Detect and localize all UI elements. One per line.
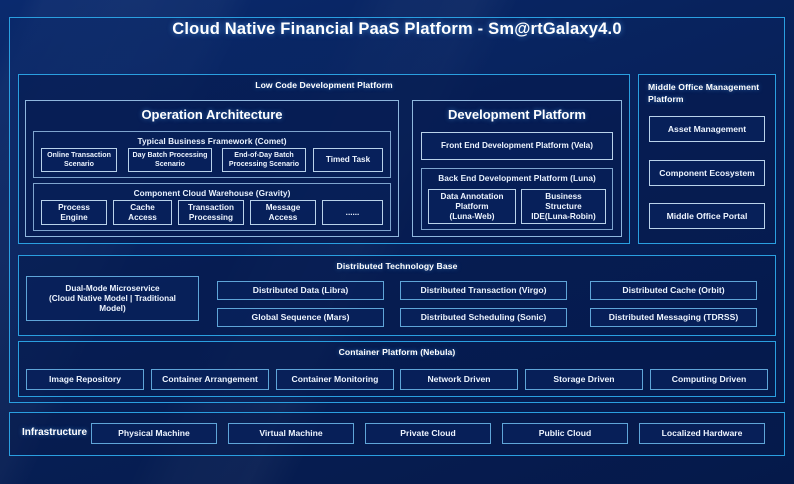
chip-day-batch-processing-scenario[interactable]: Day Batch Processing Scenario <box>128 148 212 172</box>
chip-data-annotation-platform[interactable]: Data Annotation Platform (Luna-Web) <box>428 189 516 224</box>
chip-online-transaction-scenario[interactable]: Online Transaction Scenario <box>41 148 117 172</box>
chip-business-structure-ide[interactable]: Business Structure IDE(Luna-Robin) <box>521 189 606 224</box>
chip-image-repository[interactable]: Image Repository <box>26 369 144 390</box>
section-container-platform: Container Platform (Nebula) <box>18 341 776 397</box>
chip-cache-access[interactable]: Cache Access <box>113 200 172 225</box>
group-title-back-end-development-platform: Back End Development Platform (Luna) <box>438 173 596 183</box>
chip-distributed-data[interactable]: Distributed Data (Libra) <box>217 281 384 300</box>
chip-end-of-day-batch-processing-scenario[interactable]: End-of-Day Batch Processing Scenario <box>222 148 306 172</box>
chip-message-access[interactable]: Message Access <box>250 200 316 225</box>
group-title-component-cloud-warehouse: Component Cloud Warehouse (Gravity) <box>133 188 291 198</box>
chip-storage-driven[interactable]: Storage Driven <box>525 369 643 390</box>
chip-computing-driven[interactable]: Computing Driven <box>650 369 768 390</box>
chip-asset-management[interactable]: Asset Management <box>649 116 765 142</box>
section-title-low-code: Low Code Development Platform <box>255 80 393 90</box>
chip-distributed-transaction[interactable]: Distributed Transaction (Virgo) <box>400 281 567 300</box>
chip-container-monitoring[interactable]: Container Monitoring <box>276 369 394 390</box>
group-title-typical-business-framework: Typical Business Framework (Comet) <box>137 136 287 146</box>
chip-global-sequence[interactable]: Global Sequence (Mars) <box>217 308 384 327</box>
chip-private-cloud[interactable]: Private Cloud <box>365 423 491 444</box>
chip-container-arrangement[interactable]: Container Arrangement <box>151 369 269 390</box>
chip-process-engine[interactable]: Process Engine <box>41 200 107 225</box>
chip-distributed-scheduling[interactable]: Distributed Scheduling (Sonic) <box>400 308 567 327</box>
section-title-container-platform: Container Platform (Nebula) <box>338 347 456 357</box>
infrastructure-label: Infrastructure <box>22 427 88 438</box>
chip-distributed-cache[interactable]: Distributed Cache (Orbit) <box>590 281 757 300</box>
chip-front-end-development-platform[interactable]: Front End Development Platform (Vela) <box>421 132 613 160</box>
chip-physical-machine[interactable]: Physical Machine <box>91 423 217 444</box>
chip-network-driven[interactable]: Network Driven <box>400 369 518 390</box>
chip-distributed-messaging[interactable]: Distributed Messaging (TDRSS) <box>590 308 757 327</box>
chip-virtual-machine[interactable]: Virtual Machine <box>228 423 354 444</box>
panel-title-development-platform: Development Platform <box>448 107 586 122</box>
chip-dual-mode-microservice[interactable]: Dual-Mode Microservice (Cloud Native Mod… <box>26 276 199 321</box>
chip-transaction-processing[interactable]: Transaction Processing <box>178 200 244 225</box>
chip-public-cloud[interactable]: Public Cloud <box>502 423 628 444</box>
chip-localized-hardware[interactable]: Localized Hardware <box>639 423 765 444</box>
chip-timed-task[interactable]: Timed Task <box>313 148 383 172</box>
chip-middle-office-portal[interactable]: Middle Office Portal <box>649 203 765 229</box>
chip-component-ecosystem[interactable]: Component Ecosystem <box>649 160 765 186</box>
chip-more-ellipsis[interactable]: ...... <box>322 200 383 225</box>
section-title-distributed-technology-base: Distributed Technology Base <box>336 261 458 271</box>
panel-title-operation-architecture: Operation Architecture <box>141 107 283 122</box>
section-title-middle-office: Middle Office Management Platform <box>648 82 760 104</box>
page-title: Cloud Native Financial PaaS Platform - S… <box>172 20 622 38</box>
